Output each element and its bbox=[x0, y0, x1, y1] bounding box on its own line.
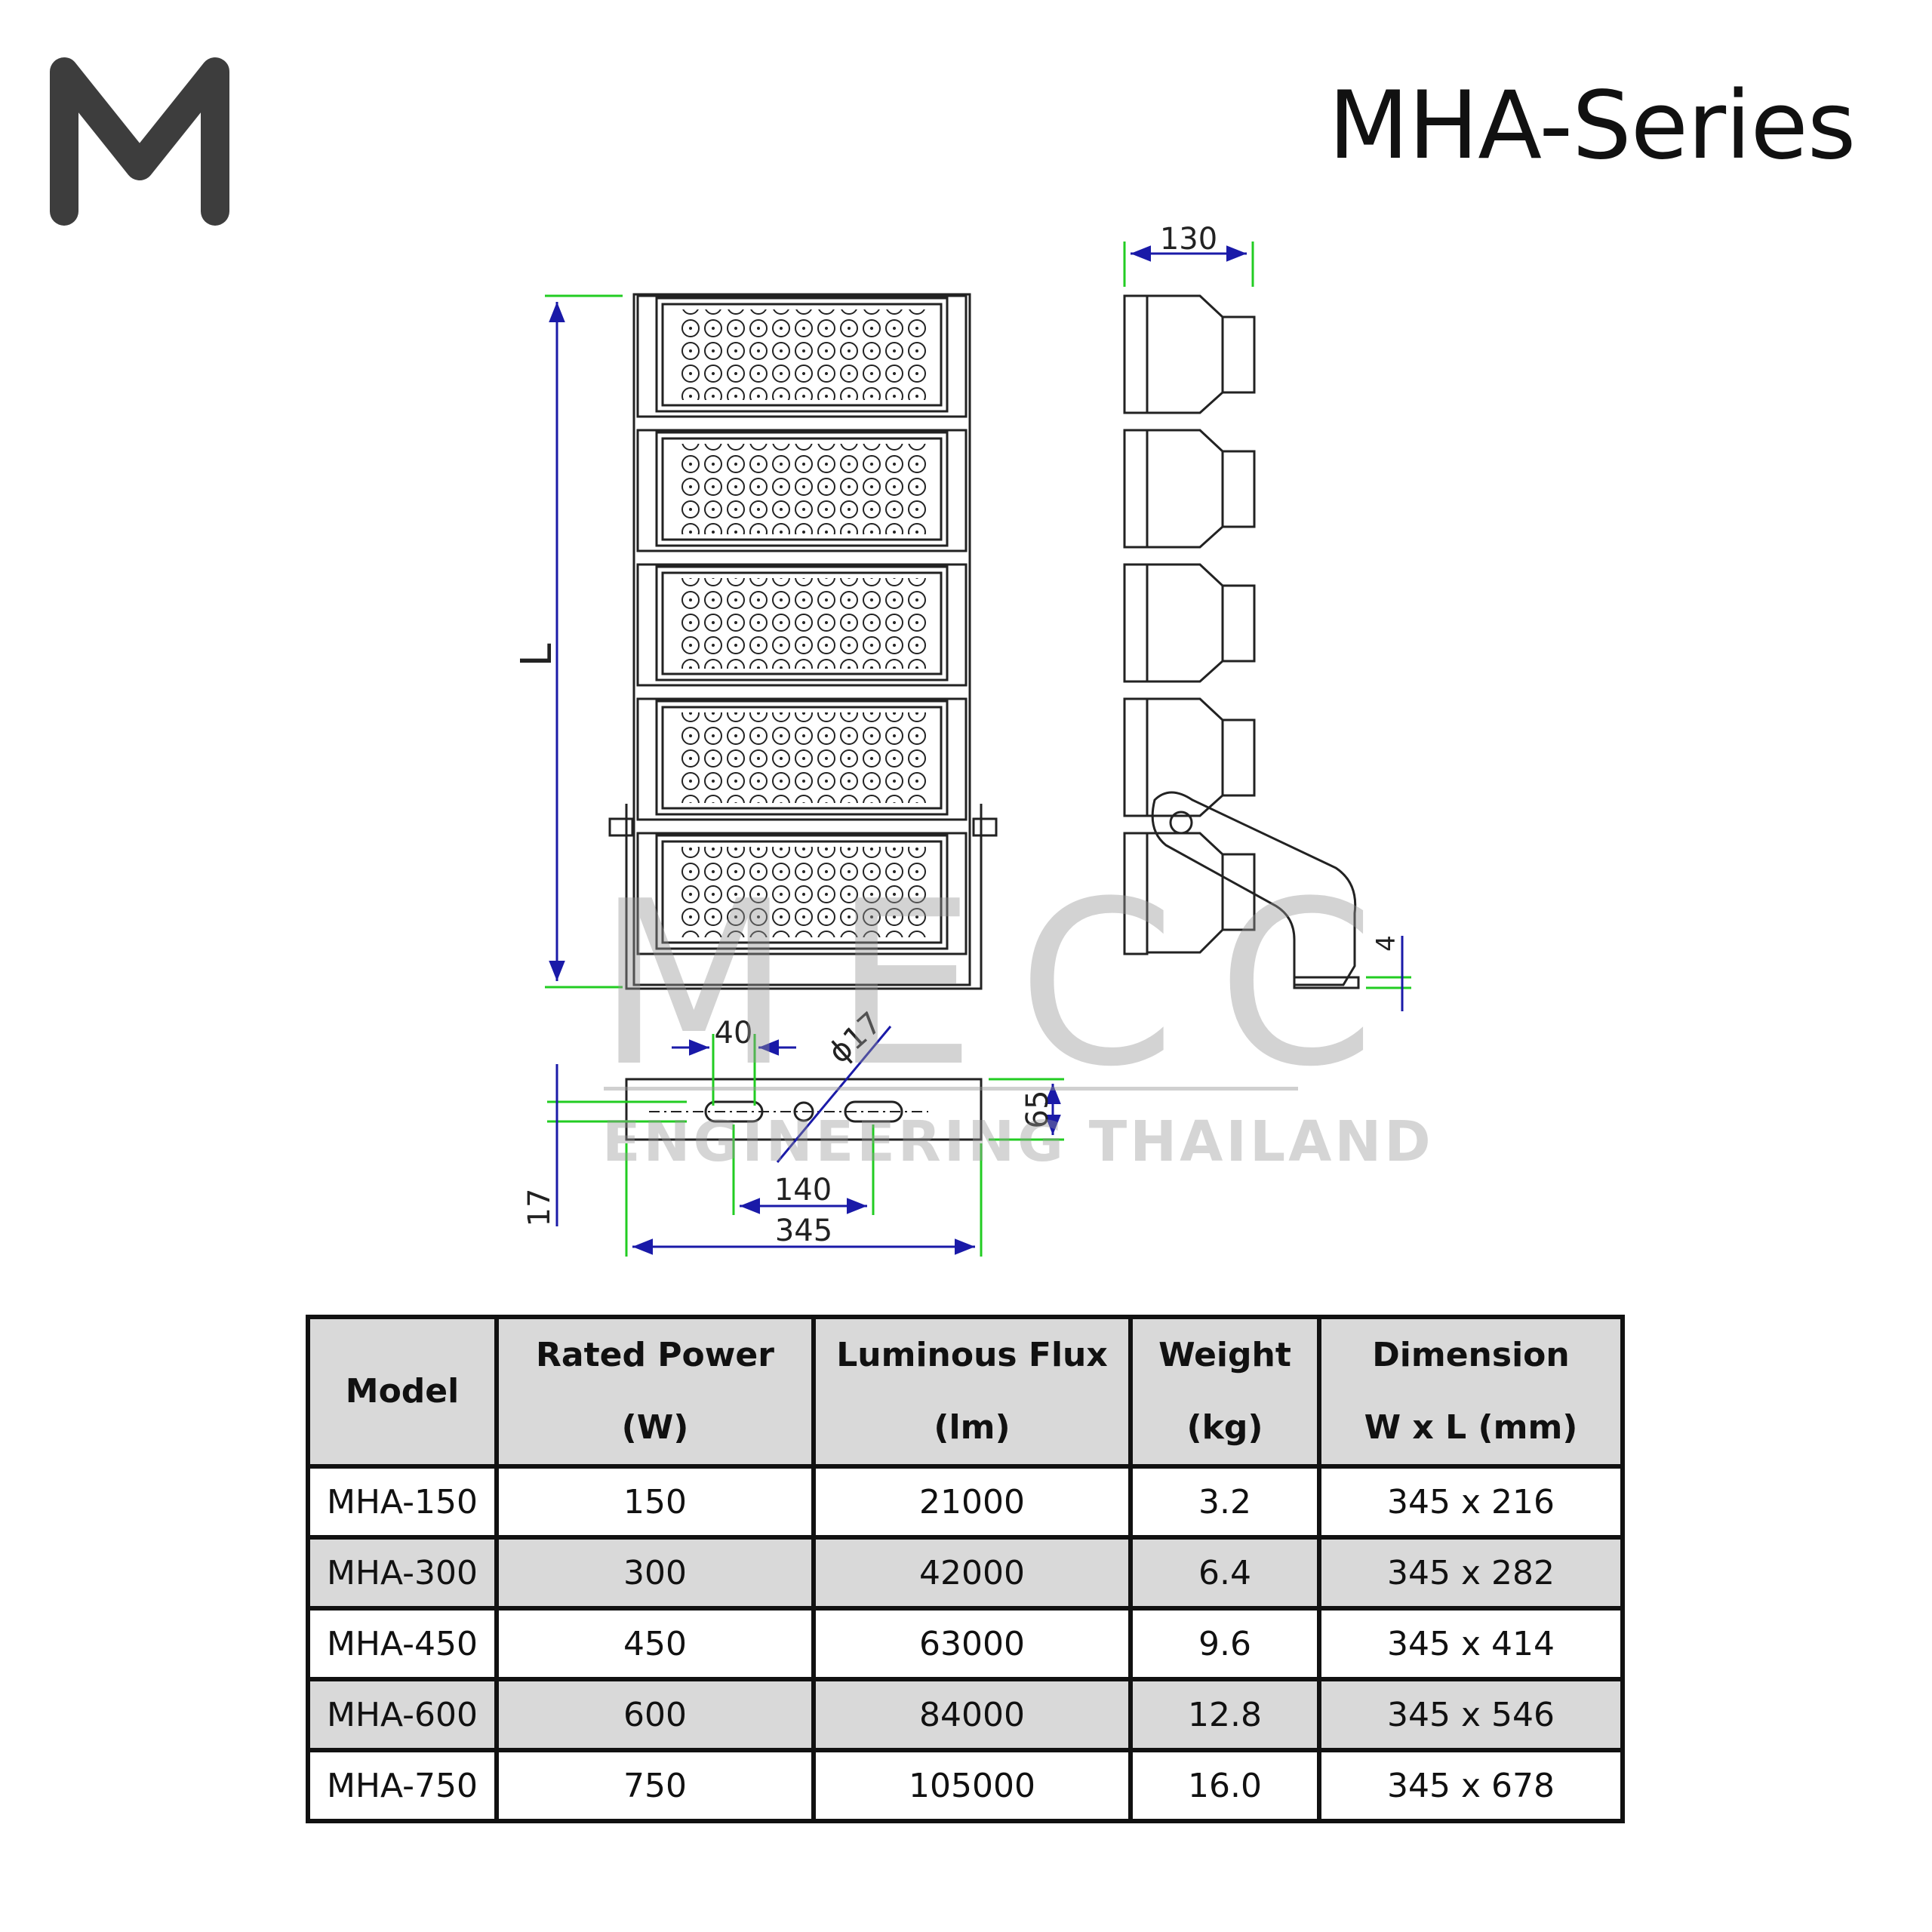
cell-model: MHA-450 bbox=[306, 1606, 499, 1681]
led-module bbox=[636, 294, 968, 418]
cell-dimension: 345 x 678 bbox=[1317, 1748, 1625, 1823]
cell-flux: 63000 bbox=[811, 1606, 1133, 1681]
led-module bbox=[636, 563, 968, 687]
dimension-side-width-label: 130 bbox=[1160, 222, 1217, 257]
dimension-thickness bbox=[1366, 936, 1411, 1011]
dimension-slot-width bbox=[672, 1034, 796, 1106]
dimension-side-width bbox=[1123, 242, 1254, 287]
cell-flux: 21000 bbox=[811, 1464, 1133, 1540]
header-rated-power: Rated Power(W) bbox=[494, 1315, 816, 1469]
front-view bbox=[608, 293, 998, 990]
dimension-thickness-label: 4 bbox=[1371, 935, 1401, 952]
cell-flux: 42000 bbox=[811, 1535, 1133, 1611]
table-row: MHA-750 750 105000 16.0 345 x 678 bbox=[306, 1748, 1625, 1823]
series-title: MHA-Series bbox=[1328, 72, 1856, 180]
dimension-length-label: L bbox=[512, 643, 561, 666]
dimension-hole-spacing-label: 140 bbox=[774, 1173, 832, 1208]
dimension-bracket-width-label: 345 bbox=[775, 1214, 832, 1248]
header-model: Model bbox=[306, 1315, 499, 1469]
cell-weight: 9.6 bbox=[1128, 1606, 1321, 1681]
led-module bbox=[636, 832, 968, 955]
dimension-edge-offset bbox=[547, 1064, 687, 1226]
dimension-edge-offset-label: 17 bbox=[522, 1189, 557, 1227]
watermark-subtitle: ENGINEERING THAILAND bbox=[602, 1109, 1434, 1174]
watermark-logo-text: MECC bbox=[596, 853, 1417, 1116]
dimension-hole-spacing bbox=[732, 1124, 875, 1215]
led-module bbox=[636, 697, 968, 821]
cell-weight: 6.4 bbox=[1128, 1535, 1321, 1611]
technical-drawing: L 130 4 bbox=[512, 222, 1411, 1257]
cell-model: MHA-600 bbox=[306, 1677, 499, 1752]
cell-model: MHA-750 bbox=[306, 1748, 499, 1823]
cell-flux: 84000 bbox=[811, 1677, 1133, 1752]
spec-table: Model Rated Power(W) Luminous Flux(lm) W… bbox=[306, 1315, 1625, 1823]
cell-dimension: 345 x 282 bbox=[1317, 1535, 1625, 1611]
cell-weight: 3.2 bbox=[1128, 1464, 1321, 1540]
cell-power: 300 bbox=[494, 1535, 816, 1611]
watermark-divider bbox=[604, 1087, 1298, 1091]
cell-power: 750 bbox=[494, 1748, 816, 1823]
led-module bbox=[636, 429, 968, 552]
table-row: MHA-300 300 42000 6.4 345 x 282 bbox=[306, 1535, 1625, 1611]
cell-power: 450 bbox=[494, 1606, 816, 1681]
table-row: MHA-450 450 63000 9.6 345 x 414 bbox=[306, 1606, 1625, 1681]
dimension-bracket-width bbox=[625, 1143, 983, 1257]
table-row: MHA-150 150 21000 3.2 345 x 216 bbox=[306, 1464, 1625, 1540]
cell-dimension: 345 x 414 bbox=[1317, 1606, 1625, 1681]
header-weight: Weight(kg) bbox=[1128, 1315, 1321, 1469]
cell-power: 600 bbox=[494, 1677, 816, 1752]
dimension-length bbox=[545, 294, 623, 989]
table-header-row: Model Rated Power(W) Luminous Flux(lm) W… bbox=[306, 1315, 1625, 1469]
cell-model: MHA-300 bbox=[306, 1535, 499, 1611]
cell-power: 150 bbox=[494, 1464, 816, 1540]
header-luminous-flux: Luminous Flux(lm) bbox=[811, 1315, 1133, 1469]
cell-model: MHA-150 bbox=[306, 1464, 499, 1540]
bracket-plan-view bbox=[625, 1078, 983, 1141]
dimension-hole-leader bbox=[776, 1026, 892, 1163]
cell-weight: 12.8 bbox=[1128, 1677, 1321, 1752]
dimension-bracket-height-label: 65 bbox=[1020, 1091, 1055, 1129]
table-row: MHA-600 600 84000 12.8 345 x 546 bbox=[306, 1677, 1625, 1752]
side-view bbox=[1123, 294, 1360, 989]
cell-flux: 105000 bbox=[811, 1748, 1133, 1823]
dimension-bracket-height bbox=[989, 1078, 1064, 1141]
mecc-m-logo-icon bbox=[50, 57, 229, 226]
cell-weight: 16.0 bbox=[1128, 1748, 1321, 1823]
cell-dimension: 345 x 216 bbox=[1317, 1464, 1625, 1540]
dimension-slot-width-label: 40 bbox=[715, 1016, 753, 1051]
cell-dimension: 345 x 546 bbox=[1317, 1677, 1625, 1752]
